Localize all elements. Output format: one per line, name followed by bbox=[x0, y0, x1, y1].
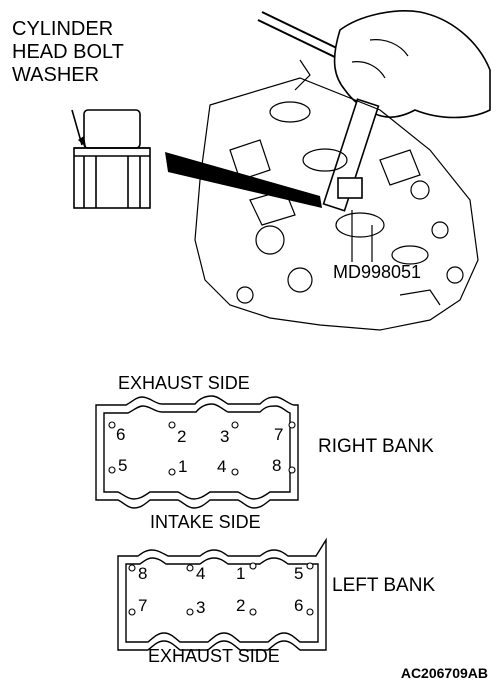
right-bank-bolt-bottom-1: 5 bbox=[118, 456, 128, 475]
right-bank-bolt-top-1: 6 bbox=[116, 425, 126, 444]
left-bank-bolt-bottom-4: 6 bbox=[294, 596, 304, 615]
left-bank-bolt-top-4: 5 bbox=[294, 564, 304, 583]
tool-label: MD998051 bbox=[333, 262, 422, 282]
right-bank-bottom-side-label: INTAKE SIDE bbox=[150, 512, 261, 532]
engine-head-illustration bbox=[194, 10, 491, 331]
right-bank-bolt-top-3: 3 bbox=[220, 427, 230, 446]
washer-label-line3: WASHER bbox=[12, 64, 100, 86]
right-bank-label: RIGHT BANK bbox=[318, 436, 434, 457]
left-bank-head-outline bbox=[117, 537, 327, 651]
left-bank-bottom-side-label: EXHAUST SIDE bbox=[148, 646, 280, 666]
washer-label-line2: HEAD BOLT bbox=[12, 41, 124, 63]
right-bank-bolt-bottom-3: 4 bbox=[217, 457, 227, 476]
left-bank-bolt-bottom-3: 2 bbox=[236, 596, 246, 615]
left-bank-bolt-bottom-1: 7 bbox=[138, 596, 148, 615]
left-bank-bolt-top-1: 8 bbox=[138, 564, 148, 583]
figure-id: AC206709AB bbox=[400, 665, 488, 681]
left-bank-bolt-bottom-2: 3 bbox=[196, 598, 206, 617]
right-bank-bolt-top-4: 7 bbox=[274, 425, 284, 444]
right-bank-bolt-top-2: 2 bbox=[177, 427, 187, 446]
washer-illustration bbox=[71, 109, 151, 209]
right-bank-bolt-bottom-2: 1 bbox=[178, 457, 188, 476]
bolt-holes bbox=[108, 421, 314, 616]
pointer-wedge bbox=[165, 152, 322, 208]
washer-label: CYLINDER HEAD BOLT WASHER bbox=[12, 18, 124, 87]
left-bank-label: LEFT BANK bbox=[332, 575, 436, 596]
left-bank-bolt-top-2: 4 bbox=[196, 564, 206, 583]
right-bank-bolt-bottom-4: 8 bbox=[272, 456, 282, 475]
right-bank-top-side-label: EXHAUST SIDE bbox=[118, 373, 250, 393]
right-bank-head-outline bbox=[95, 395, 299, 509]
left-bank-bolt-top-3: 1 bbox=[236, 564, 246, 583]
washer-label-line1: CYLINDER bbox=[12, 18, 114, 40]
